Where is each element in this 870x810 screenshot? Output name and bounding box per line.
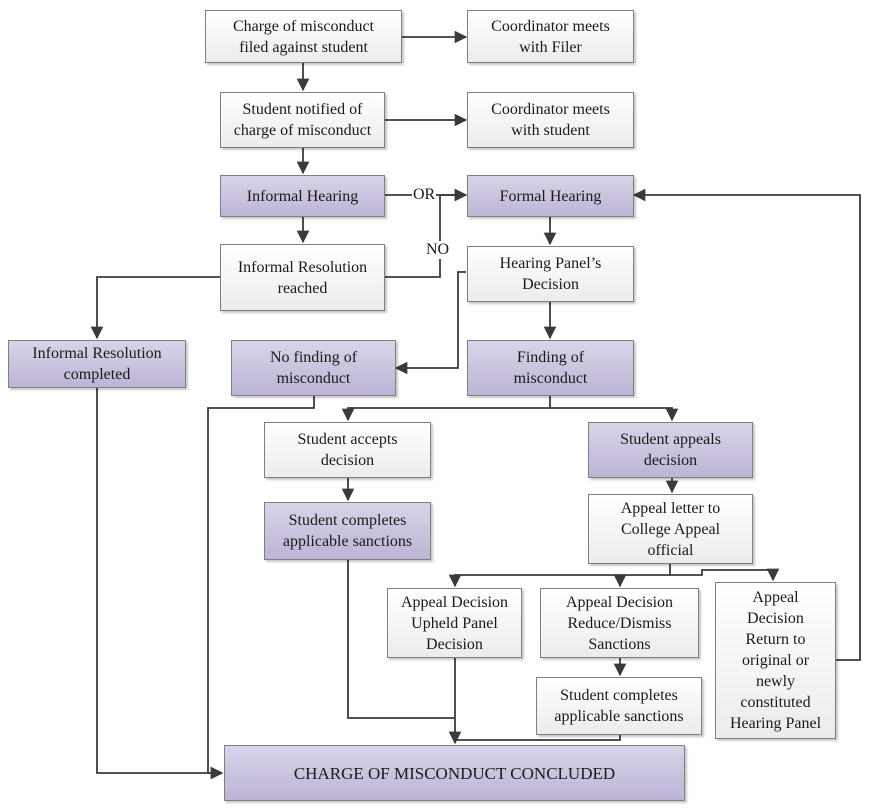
node-informal-resolution-completed: Informal Resolution completed: [8, 340, 186, 388]
node-appeal-letter-text: Appeal letter to College Appeal official: [620, 499, 721, 559]
node-completes-sanctions-1-text: Student completes applicable sanctions: [282, 512, 413, 550]
node-no-finding: No finding of misconduct: [231, 340, 396, 396]
node-appeal-letter: Appeal letter to College Appeal official: [588, 494, 753, 564]
node-student-appeals-text: Student appeals decision: [620, 431, 721, 469]
node-student-notified: Student notified of charge of misconduct: [220, 92, 385, 148]
edge-resolution-to-completed: [90, 276, 220, 340]
node-finding: Finding of misconduct: [467, 340, 634, 396]
edge-finding-to-appeals: [550, 407, 679, 422]
node-appeal-upheld: Appeal Decision Upheld Panel Decision: [387, 588, 522, 658]
node-formal-hearing-text: Formal Hearing: [499, 187, 602, 205]
edge-return-to-formal-hearing: [632, 188, 861, 661]
edge-resolution-no-to-formal: [385, 188, 468, 278]
node-no-finding-text: No finding of misconduct: [269, 349, 358, 387]
node-coordinator-meets-student-text: Coordinator meets with student: [491, 101, 610, 139]
node-student-notified-text: Student notified of charge of misconduct: [233, 101, 372, 139]
edge-label-or: OR: [412, 186, 437, 204]
edge-sanctions2-to-concluded: [455, 735, 621, 741]
node-student-accepts-text: Student accepts decision: [297, 431, 398, 469]
node-appeal-reduce: Appeal Decision Reduce/Dismiss Sanctions: [540, 588, 699, 658]
node-appeal-upheld-text: Appeal Decision Upheld Panel Decision: [400, 593, 509, 653]
node-hearing-panel-decision: Hearing Panel’s Decision: [467, 246, 634, 302]
node-informal-resolution-completed-text: Informal Resolution completed: [32, 345, 162, 383]
edge-letter-to-upheld: [448, 564, 671, 588]
edge-sanctions1-to-concluded: [347, 560, 455, 719]
node-completes-sanctions-2-text: Student completes applicable sanctions: [554, 687, 684, 725]
node-appeal-return-text: Appeal Decision Return to original or ne…: [729, 589, 822, 732]
node-informal-resolution-reached-text: Informal Resolution reached: [237, 258, 368, 297]
node-informal-hearing: Informal Hearing: [220, 175, 385, 217]
node-student-accepts: Student accepts decision: [264, 422, 431, 478]
node-charge-concluded: CHARGE OF MISCONDUCT CONCLUDED: [224, 745, 685, 801]
node-appeal-return: Appeal Decision Return to original or ne…: [715, 582, 836, 739]
node-completes-sanctions-2: Student completes applicable sanctions: [536, 677, 702, 735]
edge-label-no: NO: [425, 241, 451, 259]
node-informal-resolution-reached: Informal Resolution reached: [220, 244, 385, 311]
node-finding-text: Finding of misconduct: [513, 349, 588, 387]
edge-letter-to-return: [670, 568, 780, 582]
node-coordinator-meets-student: Coordinator meets with student: [467, 92, 634, 148]
node-formal-hearing: Formal Hearing: [467, 175, 634, 217]
node-informal-hearing-text: Informal Hearing: [246, 187, 359, 205]
edge-completed-to-concluded: [96, 388, 224, 780]
node-coordinator-meets-filer: Coordinator meets with Filer: [467, 10, 634, 63]
node-charge-filed: Charge of misconduct filed against stude…: [205, 10, 402, 63]
node-charge-concluded-text: CHARGE OF MISCONDUCT CONCLUDED: [293, 763, 616, 783]
node-coordinator-meets-filer-text: Coordinator meets with Filer: [491, 17, 610, 56]
node-student-appeals: Student appeals decision: [588, 422, 753, 478]
node-charge-filed-text: Charge of misconduct filed against stude…: [232, 17, 374, 56]
edge-finding-split: [341, 396, 551, 422]
node-completes-sanctions-1: Student completes applicable sanctions: [264, 502, 431, 560]
edge-no-finding-to-concluded: [207, 396, 315, 780]
node-appeal-reduce-text: Appeal Decision Reduce/Dismiss Sanctions: [565, 593, 674, 653]
edge-panel-to-no-finding: [394, 271, 466, 375]
node-hearing-panel-decision-text: Hearing Panel’s Decision: [499, 255, 602, 293]
